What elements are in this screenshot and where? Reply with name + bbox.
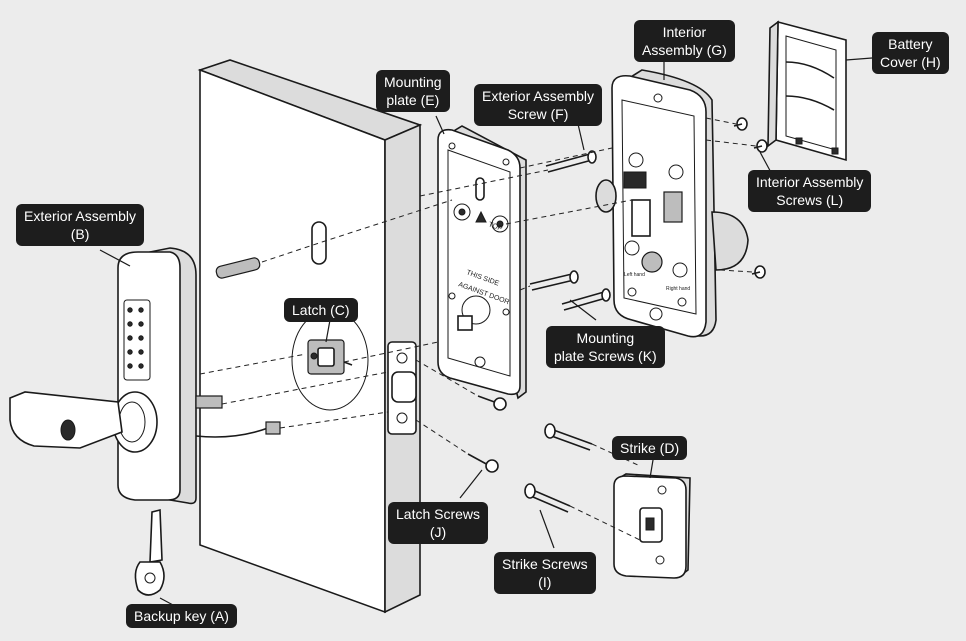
callout-strike-line1: Strike (D) xyxy=(620,440,680,456)
callout-latch-screws-line1: Latch Screws xyxy=(396,506,481,522)
callout-interior-assembly-line1: Interior xyxy=(662,24,707,40)
door-top-slot xyxy=(311,221,327,265)
callout-exterior-assembly: Exterior Assembly (B) xyxy=(16,204,145,246)
callout-exterior-screw-line2: Screw (F) xyxy=(507,106,569,122)
callout-battery-cover-line1: Battery xyxy=(888,36,933,52)
backup-key-part xyxy=(134,508,165,596)
mounting-plate-part xyxy=(437,125,527,400)
callout-strike-screws: Strike Screws (I) xyxy=(494,552,596,594)
interior-left-hand-text: Left hand xyxy=(624,272,645,278)
callout-mounting-plate-line2: plate (E) xyxy=(386,92,440,108)
callout-battery-cover: Battery Cover (H) xyxy=(872,32,949,74)
callout-exterior-screw: Exterior Assembly Screw (F) xyxy=(474,84,603,126)
keypad xyxy=(123,299,151,381)
callout-exterior-assembly-line1: Exterior Assembly xyxy=(24,208,137,224)
latch-screws-part xyxy=(467,395,507,473)
callout-battery-cover-line2: Cover (H) xyxy=(880,54,941,70)
callout-interior-screws-line2: Screws (L) xyxy=(776,192,844,208)
callout-plate-screws-line1: Mounting xyxy=(576,330,635,346)
mounting-plate-screws-part xyxy=(529,270,611,311)
battery-cover-part xyxy=(767,20,847,162)
callout-exterior-screw-line1: Exterior Assembly xyxy=(482,88,595,104)
callout-interior-assembly-line2: Assembly (G) xyxy=(642,42,727,58)
plate-top-text: TOP xyxy=(487,221,503,233)
callout-exterior-assembly-line2: (B) xyxy=(70,226,90,242)
callout-backup-key-line1: Backup key (A) xyxy=(134,608,229,624)
callout-interior-screws: Interior Assembly Screws (L) xyxy=(748,170,872,212)
interior-right-hand-text: Right hand xyxy=(666,286,690,292)
exterior-assembly-part xyxy=(9,247,281,505)
callout-plate-screws: Mounting plate Screws (K) xyxy=(546,326,665,368)
callout-strike: Strike (D) xyxy=(612,436,688,460)
strike-part xyxy=(613,473,691,579)
latch-faceplate xyxy=(387,341,417,435)
callout-latch-screws-line2: (J) xyxy=(429,524,447,540)
interior-assembly-screws-part xyxy=(733,117,768,279)
callout-latch-screws: Latch Screws (J) xyxy=(388,502,489,544)
callout-strike-screws-line2: (I) xyxy=(538,574,552,590)
callout-latch-line1: Latch (C) xyxy=(292,302,350,318)
callout-interior-assembly: Interior Assembly (G) xyxy=(634,20,735,62)
callout-mounting-plate: Mounting plate (E) xyxy=(376,70,450,112)
interior-assembly-part xyxy=(595,69,749,338)
callout-strike-screws-line1: Strike Screws xyxy=(502,556,588,572)
callout-interior-screws-line1: Interior Assembly xyxy=(756,174,864,190)
latch-part xyxy=(307,339,353,375)
callout-plate-screws-line2: plate Screws (K) xyxy=(554,348,657,364)
callout-backup-key: Backup key (A) xyxy=(126,604,237,628)
door xyxy=(197,59,423,614)
alignment-lines xyxy=(199,117,757,541)
callout-mounting-plate-line1: Mounting xyxy=(384,74,442,90)
callout-latch: Latch (C) xyxy=(284,298,358,322)
strike-screws-part xyxy=(524,423,593,513)
exterior-assembly-screw-part xyxy=(545,150,597,173)
leader-lines xyxy=(99,57,873,613)
